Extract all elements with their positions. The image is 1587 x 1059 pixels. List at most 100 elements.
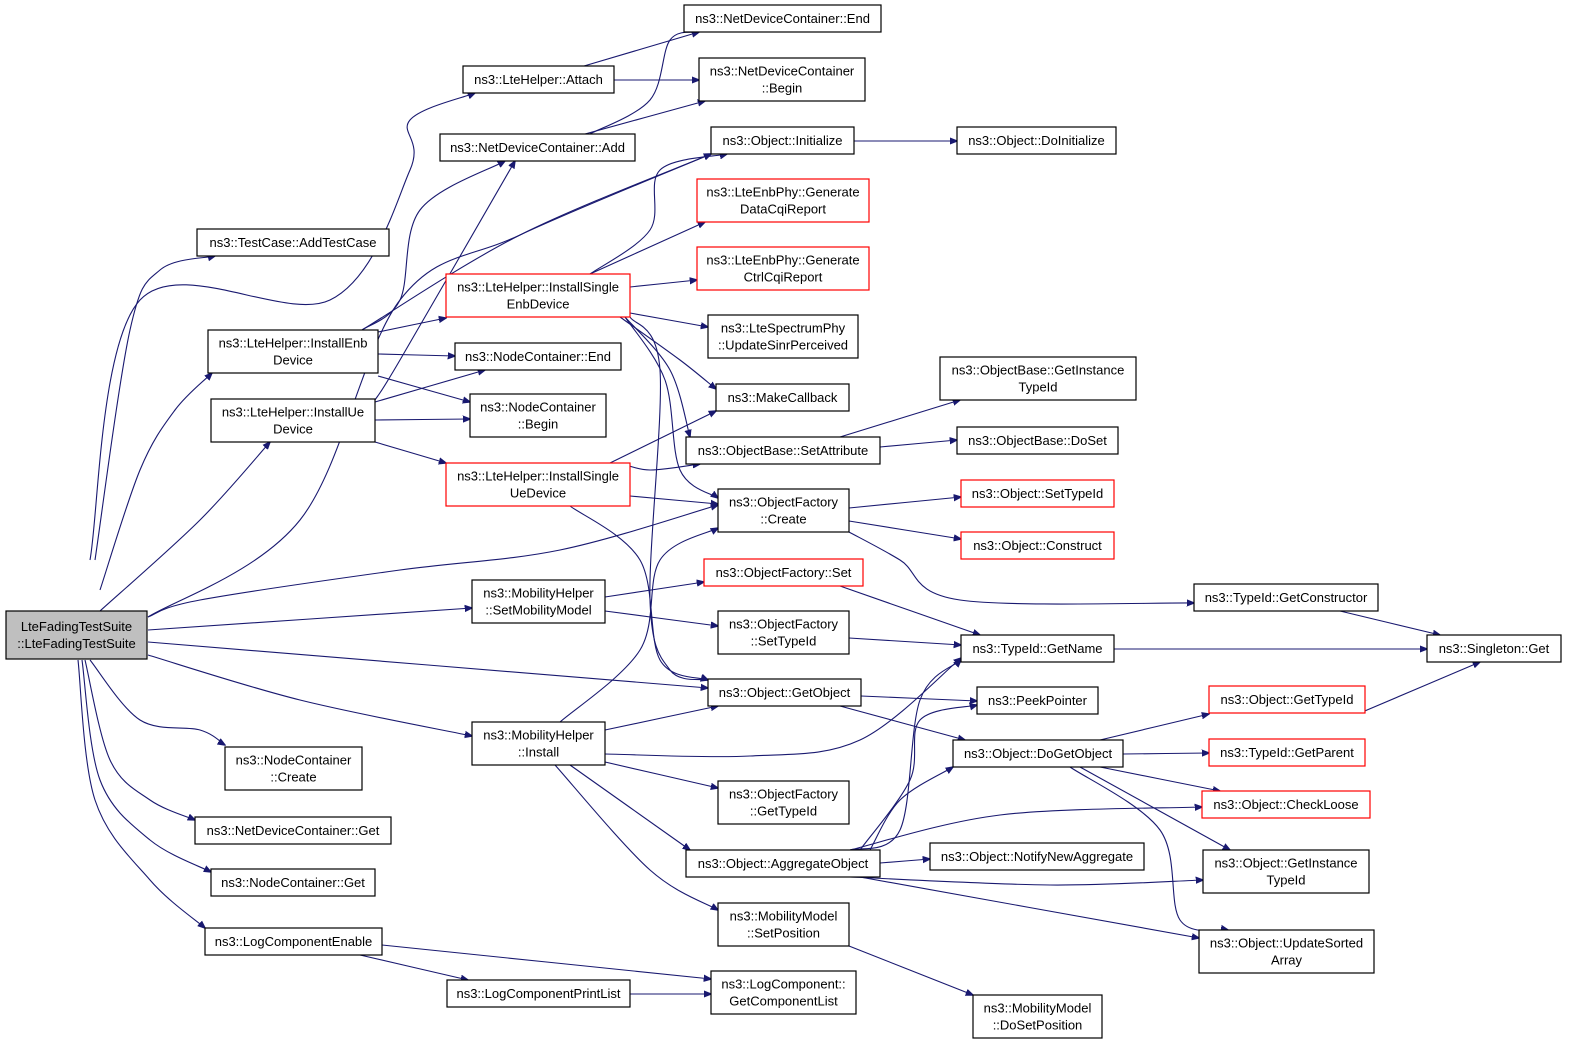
node-obj_construct[interactable]: ns3::Object::Construct: [960, 531, 1115, 560]
node-box[interactable]: [194, 816, 392, 845]
node-obj_initialize[interactable]: ns3::Object::Initialize: [710, 126, 855, 155]
node-nc_create[interactable]: ns3::NodeContainer::Create: [224, 746, 363, 791]
node-nc_end[interactable]: ns3::NodeContainer::End: [454, 342, 622, 371]
node-box[interactable]: [1198, 929, 1375, 974]
node-mobmodel_setpos[interactable]: ns3::MobilityModel::SetPosition: [717, 902, 850, 947]
node-box[interactable]: [685, 849, 881, 878]
node-objfactory_set[interactable]: ns3::ObjectFactory::Set: [703, 558, 864, 587]
node-box[interactable]: [471, 579, 606, 624]
node-spectrum_sinr[interactable]: ns3::LteSpectrumPhy::UpdateSinrPerceived: [707, 314, 859, 359]
node-box[interactable]: [717, 610, 850, 655]
node-root[interactable]: LteFadingTestSuite::LteFadingTestSuite: [5, 610, 148, 660]
node-box[interactable]: [445, 273, 631, 318]
node-box[interactable]: [1208, 738, 1366, 767]
node-typeid_getparent[interactable]: ns3::TypeId::GetParent: [1208, 738, 1366, 767]
node-ndc_get[interactable]: ns3::NetDeviceContainer::Get: [194, 816, 392, 845]
node-testcase_add[interactable]: ns3::TestCase::AddTestCase: [196, 228, 390, 257]
node-box[interactable]: [683, 4, 882, 33]
node-box[interactable]: [715, 383, 850, 412]
node-box[interactable]: [717, 488, 850, 533]
node-box[interactable]: [698, 57, 866, 102]
node-box[interactable]: [685, 436, 881, 465]
node-box[interactable]: [446, 979, 631, 1008]
node-box[interactable]: [707, 678, 862, 707]
node-log_getlist[interactable]: ns3::LogComponent::GetComponentList: [710, 970, 857, 1015]
node-box[interactable]: [224, 746, 363, 791]
node-objbase_doset[interactable]: ns3::ObjectBase::DoSet: [956, 426, 1119, 455]
node-box[interactable]: [454, 342, 622, 371]
node-box[interactable]: [717, 902, 850, 947]
node-mob_install[interactable]: ns3::MobilityHelper::Install: [471, 721, 606, 766]
node-box[interactable]: [972, 994, 1103, 1039]
node-box[interactable]: [469, 393, 607, 438]
node-typeid_getctor[interactable]: ns3::TypeId::GetConstructor: [1193, 583, 1379, 612]
node-box[interactable]: [960, 531, 1115, 560]
node-box[interactable]: [960, 634, 1115, 663]
node-obj_settypeid[interactable]: ns3::Object::SetTypeId: [960, 479, 1115, 508]
node-singleton_get[interactable]: ns3::Singleton::Get: [1426, 634, 1562, 663]
node-ndc_add[interactable]: ns3::NetDeviceContainer::Add: [439, 133, 636, 162]
node-ndc_begin[interactable]: ns3::NetDeviceContainer::Begin: [698, 57, 866, 102]
node-obj_doinitialize[interactable]: ns3::Object::DoInitialize: [956, 126, 1117, 155]
node-box[interactable]: [956, 126, 1117, 155]
node-box[interactable]: [462, 65, 615, 94]
node-mobmodel_dosetpos[interactable]: ns3::MobilityModel::DoSetPosition: [972, 994, 1103, 1039]
node-box[interactable]: [929, 842, 1145, 871]
node-ndc_end[interactable]: ns3::NetDeviceContainer::End: [683, 4, 882, 33]
node-box[interactable]: [952, 739, 1124, 768]
node-box[interactable]: [1202, 849, 1370, 894]
node-obj_notify[interactable]: ns3::Object::NotifyNewAggregate: [929, 842, 1145, 871]
node-box[interactable]: [1426, 634, 1562, 663]
node-log_printlist[interactable]: ns3::LogComponentPrintList: [446, 979, 631, 1008]
node-objfactory_create[interactable]: ns3::ObjectFactory::Create: [717, 488, 850, 533]
node-typeid_getname[interactable]: ns3::TypeId::GetName: [960, 634, 1115, 663]
node-obj_dogetobject[interactable]: ns3::Object::DoGetObject: [952, 739, 1124, 768]
node-box[interactable]: [1193, 583, 1379, 612]
node-nc_begin[interactable]: ns3::NodeContainer::Begin: [469, 393, 607, 438]
node-box[interactable]: [696, 178, 870, 223]
node-box[interactable]: [1201, 790, 1371, 819]
node-box[interactable]: [703, 558, 864, 587]
node-objfactory_settypeid[interactable]: ns3::ObjectFactory::SetTypeId: [717, 610, 850, 655]
node-box[interactable]: [976, 686, 1099, 715]
node-obj_aggregate[interactable]: ns3::Object::AggregateObject: [685, 849, 881, 878]
node-log_enable[interactable]: ns3::LogComponentEnable: [204, 927, 383, 956]
node-box[interactable]: [707, 314, 859, 359]
node-box[interactable]: [696, 246, 870, 291]
node-box[interactable]: [710, 970, 857, 1015]
node-box[interactable]: [939, 356, 1137, 401]
node-obj_gettypeid[interactable]: ns3::Object::GetTypeId: [1208, 685, 1366, 714]
node-box[interactable]: [204, 927, 383, 956]
node-box[interactable]: [207, 329, 379, 374]
node-make_callback[interactable]: ns3::MakeCallback: [715, 383, 850, 412]
node-box[interactable]: [445, 462, 631, 507]
node-obj_getobject[interactable]: ns3::Object::GetObject: [707, 678, 862, 707]
node-box[interactable]: [1208, 685, 1366, 714]
node-objfactory_gettypeid[interactable]: ns3::ObjectFactory::GetTypeId: [717, 780, 850, 825]
node-box[interactable]: [471, 721, 606, 766]
node-peek_pointer[interactable]: ns3::PeekPointer: [976, 686, 1099, 715]
node-box[interactable]: [210, 868, 376, 897]
node-mob_setmodel[interactable]: ns3::MobilityHelper::SetMobilityModel: [471, 579, 606, 624]
node-box[interactable]: [960, 479, 1115, 508]
node-box[interactable]: [439, 133, 636, 162]
node-box[interactable]: [196, 228, 390, 257]
node-objbase_setattr[interactable]: ns3::ObjectBase::SetAttribute: [685, 436, 881, 465]
node-obj_checkloose[interactable]: ns3::Object::CheckLoose: [1201, 790, 1371, 819]
node-box[interactable]: [710, 126, 855, 155]
node-box[interactable]: [5, 610, 148, 660]
node-box[interactable]: [956, 426, 1119, 455]
node-box[interactable]: [717, 780, 850, 825]
node-nc_get[interactable]: ns3::NodeContainer::Get: [210, 868, 376, 897]
node-box[interactable]: [210, 398, 376, 443]
node-lte_attach[interactable]: ns3::LteHelper::Attach: [462, 65, 615, 94]
